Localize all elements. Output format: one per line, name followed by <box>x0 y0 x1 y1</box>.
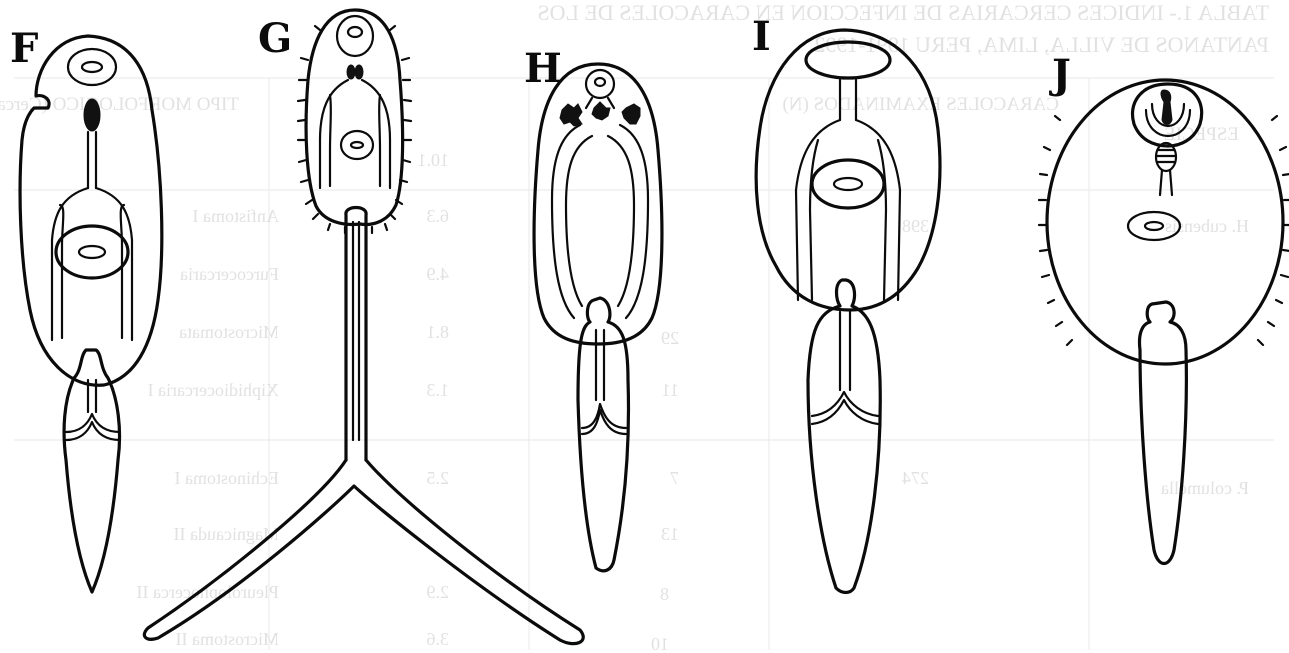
table-examined-2: 274 <box>902 468 929 488</box>
panel-h-eyespot-center <box>592 102 610 120</box>
panel-g-label: G <box>258 15 292 62</box>
panel-j-tail <box>1139 302 1186 564</box>
table-row-value: 2.5 <box>427 468 450 488</box>
table-row-n: 7 <box>670 468 679 488</box>
panel-j-label: J <box>1049 51 1071 98</box>
table-row-morphotype: Furcocercaria <box>180 264 279 284</box>
table-row-morphotype: Microstomata <box>179 322 279 342</box>
panel-f-label: F <box>10 25 38 72</box>
table-row-value: 1.3 <box>427 380 450 400</box>
panel-h-cercaria: H <box>524 45 662 571</box>
panel-g-ventral-sucker <box>341 131 373 159</box>
table-row-morphotype: Microstoma II <box>176 629 279 649</box>
panel-f-body <box>20 36 162 385</box>
panel-i-body <box>756 30 940 310</box>
table-title-line-1: TABLA 1.- INDICES CERCARIAS DE INFECCION… <box>537 0 1269 25</box>
panel-i-ventral-sucker <box>812 160 884 208</box>
table-row-n: 11 <box>662 380 679 400</box>
table-row-n: 29 <box>661 328 679 348</box>
table-row-value: 3.6 <box>427 629 450 649</box>
panel-f-caeca <box>52 188 88 340</box>
panel-i-label: I <box>752 13 771 60</box>
panel-h-caeca <box>552 125 592 318</box>
panel-f-ventral-sucker <box>56 226 128 278</box>
table-species-2: P. columella <box>1161 478 1249 498</box>
table-row-value: 2.9 <box>427 582 450 602</box>
table-row-morphotype: Anfistoma I <box>193 206 279 226</box>
table-row-value: 4.9 <box>427 264 450 284</box>
panel-g-tail-stem <box>346 208 366 461</box>
table-row-n: 10 <box>651 634 669 653</box>
panel-j-stylet <box>1161 90 1172 125</box>
table-row-morphotype: Echinostoma I <box>175 468 279 488</box>
table-row-value: 8.1 <box>427 322 450 342</box>
panel-h-eyespot-right <box>622 104 640 124</box>
panel-h-eyespot-left <box>560 104 582 126</box>
table-row-n: 13 <box>661 524 679 544</box>
panel-i-tail <box>808 280 880 593</box>
table-examined-1: 398 <box>902 216 929 236</box>
table-row-n: 8 <box>660 584 669 604</box>
panel-g-caeca <box>320 80 348 188</box>
panel-i-caeca <box>796 120 840 300</box>
panel-h-oral-sucker <box>586 70 614 98</box>
table-header-examined: CARACOLES EXAMINADOS (N) <box>782 94 1059 115</box>
panel-f-oral-sucker <box>68 49 116 85</box>
table-row-morphotype: Xiphidiocercaria I <box>148 380 279 400</box>
panel-f-pharynx <box>84 99 100 131</box>
table-top-right-value: 10.1 <box>418 150 450 170</box>
table-rows: Anfistoma I 6.3 Furcocercaria 4.9 Micros… <box>137 206 679 653</box>
table-row-value: 6.3 <box>427 206 450 226</box>
